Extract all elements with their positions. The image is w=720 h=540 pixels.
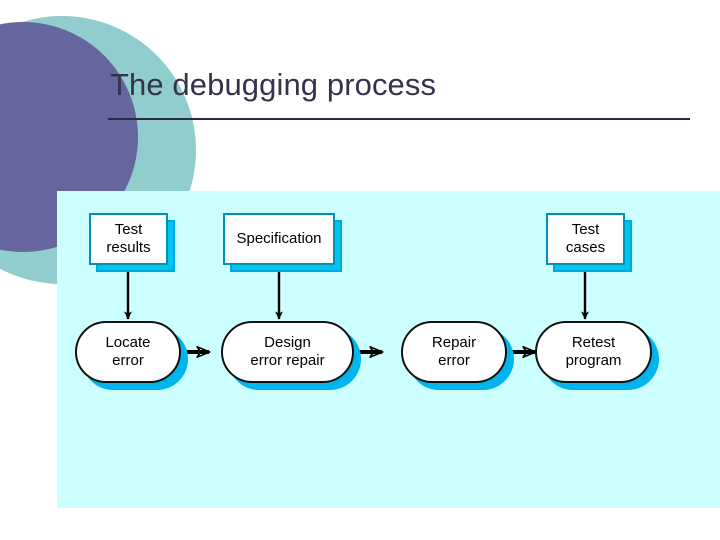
title-underline-rule bbox=[108, 118, 690, 120]
procnode-line2: error bbox=[112, 352, 144, 369]
databox-line2: cases bbox=[565, 239, 606, 256]
procnode-face: Design error repair bbox=[221, 321, 354, 383]
databox-test-results[interactable]: Test results bbox=[89, 213, 175, 272]
databox-line2: results bbox=[106, 239, 151, 256]
diagram-panel: Test results Specification Test cases Lo… bbox=[57, 191, 720, 508]
procnode-retest-program[interactable]: Retest program bbox=[535, 321, 659, 390]
databox-line1: Test bbox=[571, 221, 600, 238]
procnode-line2: program bbox=[565, 352, 622, 369]
slide-title: The debugging process bbox=[110, 67, 437, 102]
procnode-repair-error[interactable]: Repair error bbox=[401, 321, 514, 390]
procnode-face: Retest program bbox=[535, 321, 652, 383]
procnode-line1: Retest bbox=[571, 334, 616, 351]
databox-line1: Specification bbox=[236, 230, 322, 247]
procnode-line2: error repair bbox=[250, 352, 325, 369]
procnode-line1: Locate bbox=[105, 334, 151, 351]
procnode-line2: error bbox=[438, 352, 470, 369]
databox-test-cases[interactable]: Test cases bbox=[546, 213, 632, 272]
procnode-face: Locate error bbox=[75, 321, 181, 383]
databox-specification[interactable]: Specification bbox=[223, 213, 342, 272]
procnode-locate-error[interactable]: Locate error bbox=[75, 321, 188, 390]
databox-face: Test results bbox=[89, 213, 168, 265]
procnode-line1: Repair bbox=[431, 334, 477, 351]
procnode-design-error-repair[interactable]: Design error repair bbox=[221, 321, 361, 390]
procnode-line1: Design bbox=[264, 334, 311, 351]
databox-face: Specification bbox=[223, 213, 335, 265]
databox-face: Test cases bbox=[546, 213, 625, 265]
databox-line1: Test bbox=[114, 221, 143, 238]
procnode-face: Repair error bbox=[401, 321, 507, 383]
